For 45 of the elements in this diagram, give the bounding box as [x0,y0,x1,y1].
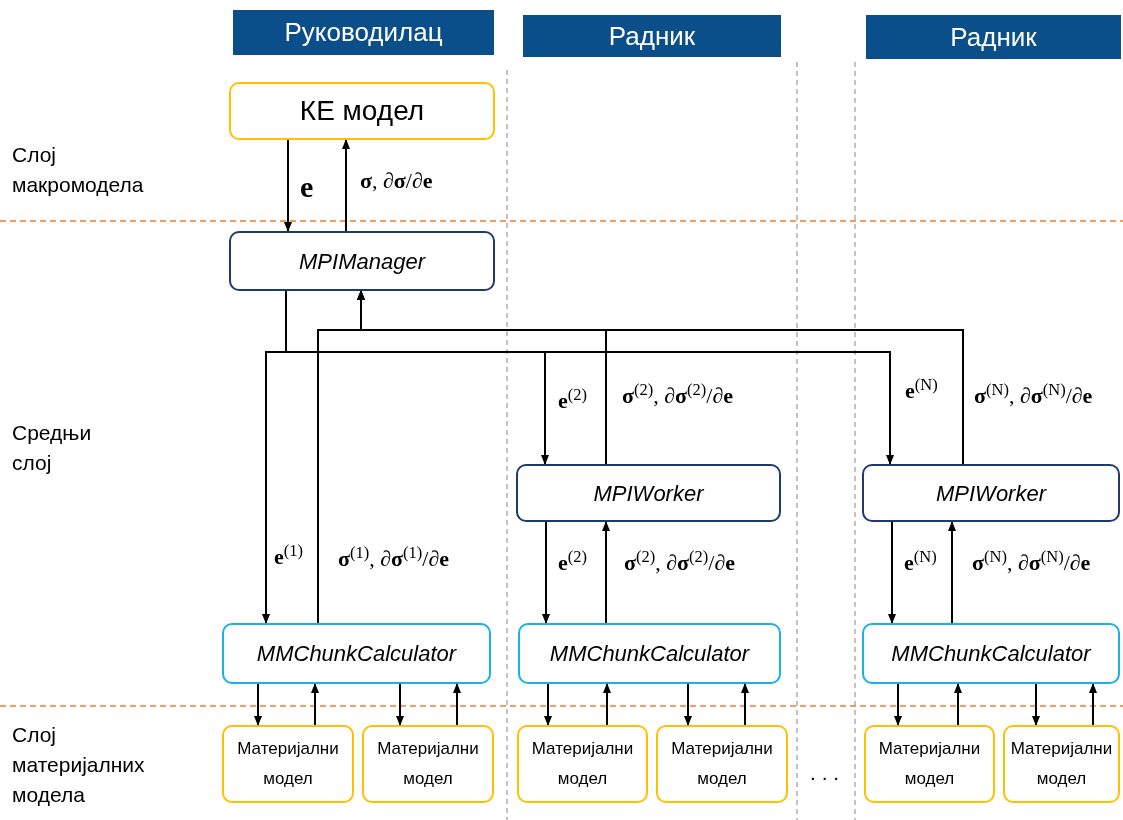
edge-label: σ$^{(2)}$, ∂σ$^{(2)}$/∂e [620,385,736,407]
process-box: MMChunkCalculator [518,623,781,684]
arrow [1032,683,1040,726]
model-box: Материјални модел [362,725,494,803]
process-box: MPIManager [229,231,495,291]
arrow [254,683,262,726]
layer-label: Слој материјалних модела [12,722,146,808]
process-box: MPIWorker [516,464,781,522]
process-box: MMChunkCalculator [862,623,1120,684]
column-header: Радник [866,15,1121,59]
arrow [684,683,692,726]
arrow [603,683,611,726]
model-box: Материјални модел [1003,725,1120,803]
edge-label: σ$^{(N)}$, ∂σ$^{(N)}$/∂e [972,385,1095,407]
arrow [741,683,749,726]
column-header: Радник [523,15,781,57]
arrow [888,521,896,624]
edge-label: σ$^{(N)}$, ∂σ$^{(N)}$/∂e [970,552,1093,574]
arrow [954,683,962,726]
edge-label: σ, ∂σ/∂e [358,170,435,192]
edge-label: σ$^{(1)}$, ∂σ$^{(1)}$/∂e [336,548,452,570]
model-box: Материјални модел [222,725,354,803]
ellipsis: . . . [810,760,840,786]
arrow [542,521,550,624]
model-box: Материјални модел [517,725,648,803]
layer-label: Слој макромодела [12,142,145,198]
arrow [284,139,292,232]
arrow [894,683,902,726]
edge-label: σ$^{(2)}$, ∂σ$^{(2)}$/∂e [622,552,738,574]
process-box: MMChunkCalculator [222,623,491,684]
process-box: MPIWorker [862,464,1120,522]
arrow [396,683,404,726]
arrow [453,683,461,726]
arrow [948,521,956,624]
model-box: Материјални модел [656,725,788,803]
layer-label: Средњи слој [12,420,93,476]
arrow [602,521,610,624]
arrow [1089,683,1097,726]
arrow [311,683,319,726]
arrow [342,139,350,232]
model-box: Материјални модел [864,725,995,803]
column-header: Руководилац [233,10,494,55]
arrow [357,290,964,465]
model-box: КЕ модел [229,82,495,140]
arrow [544,683,552,726]
